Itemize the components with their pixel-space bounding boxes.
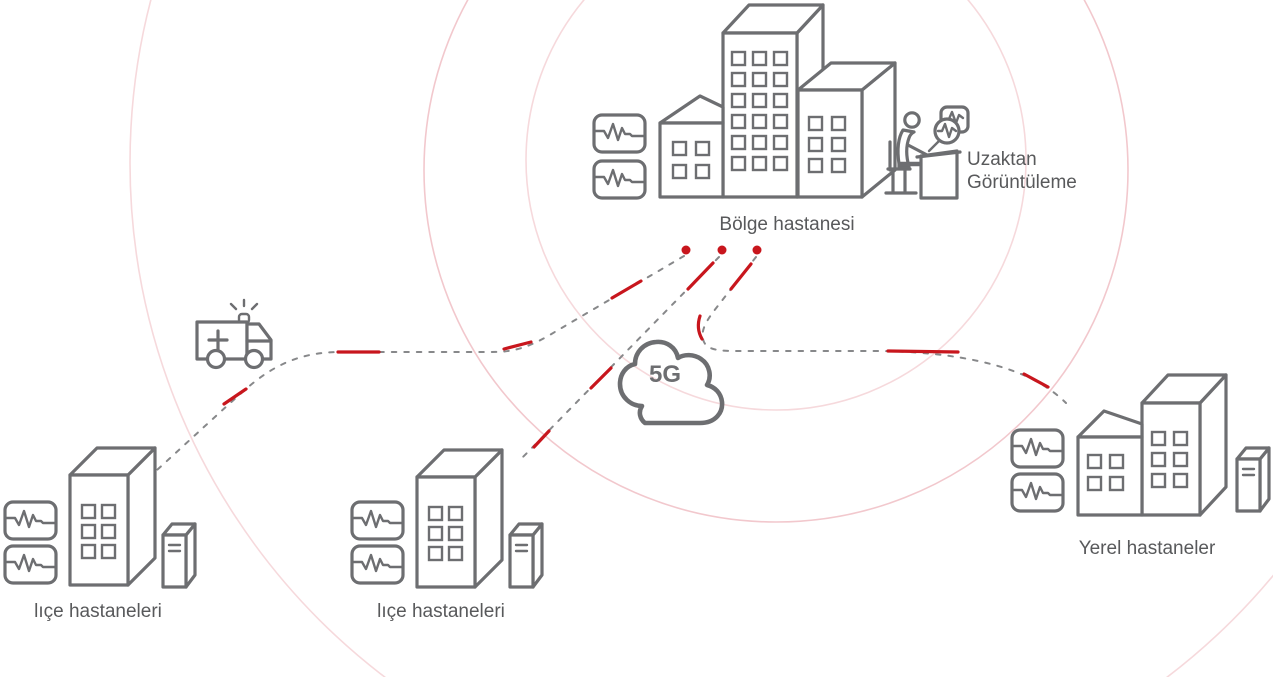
local-hospitals-label: Yerel hastaneler (1079, 538, 1216, 559)
wheel (205, 348, 227, 370)
building-windows (671, 140, 711, 180)
coverage-ring-outer (129, 0, 1273, 677)
ecg-monitor-icon (3, 544, 58, 585)
connection-line-local (701, 256, 1067, 404)
building-windows (1150, 430, 1189, 489)
ecg-monitor-icon (350, 500, 405, 541)
endpoint-dots (681, 245, 762, 255)
building-windows (807, 115, 847, 174)
medical-cross (207, 329, 229, 351)
building-windows (1086, 453, 1125, 492)
person-head (903, 111, 921, 129)
siren-rays (229, 298, 259, 311)
server-unit-icon (1235, 446, 1271, 513)
server-unit-icon (508, 522, 544, 589)
ecg-monitor-icon (592, 113, 647, 154)
district-hospital-icon (415, 448, 504, 589)
ambulance-icon (195, 298, 273, 370)
local-hospitals: Yerel hastaneler (1010, 373, 1271, 559)
wheel (243, 348, 265, 370)
ecg-monitor-icon (1010, 428, 1065, 469)
chair (884, 140, 918, 195)
local-hospital-icon (1076, 373, 1228, 517)
ecg-monitor-icon (1010, 472, 1065, 513)
endpoint-dot (717, 245, 727, 255)
ecg-monitor-icon (3, 500, 58, 541)
connection-line-district2 (520, 256, 720, 460)
desk (919, 149, 959, 200)
connection-lines (156, 245, 1067, 471)
endpoint-dot (752, 245, 762, 255)
coverage-rings (129, 0, 1273, 677)
regional-hospital-icon (658, 3, 897, 199)
district-hospital-2-label: lıçe hastaneleri (377, 601, 505, 622)
remote-viewing-label-line1: Uzaktan (967, 149, 1037, 170)
remote-viewing-workstation-icon: Uzaktan Görüntüleme (884, 105, 1077, 200)
scan-image-icon (933, 105, 970, 145)
active-transfer-segments (222, 261, 1050, 449)
district-hospital-2: lıçe hastaneleri (350, 448, 544, 622)
person-torso (896, 128, 916, 169)
coverage-ring-inner (525, 0, 1027, 411)
ecg-monitor-icon (350, 544, 405, 585)
regional-hospital: Bölge hastanesi (592, 3, 897, 235)
district-hospital-1: lıçe hastaneleri (3, 446, 197, 622)
regional-hospital-label: Bölge hastanesi (719, 214, 854, 235)
5g-cloud-icon: 5G (617, 339, 725, 426)
district-hospital-icon (68, 446, 157, 587)
district-hospital-1-label: lıçe hastaneleri (34, 601, 162, 622)
5g-label: 5G (649, 361, 681, 388)
coverage-ring-middle (423, 0, 1129, 523)
connection-line-district1 (156, 255, 685, 471)
pointer-line (927, 139, 941, 153)
ecg-monitor-icon (592, 159, 647, 200)
endpoint-dot (681, 245, 691, 255)
remote-viewing-label-line2: Görüntüleme (967, 172, 1077, 193)
building-windows (730, 50, 789, 172)
server-unit-icon (161, 522, 197, 589)
